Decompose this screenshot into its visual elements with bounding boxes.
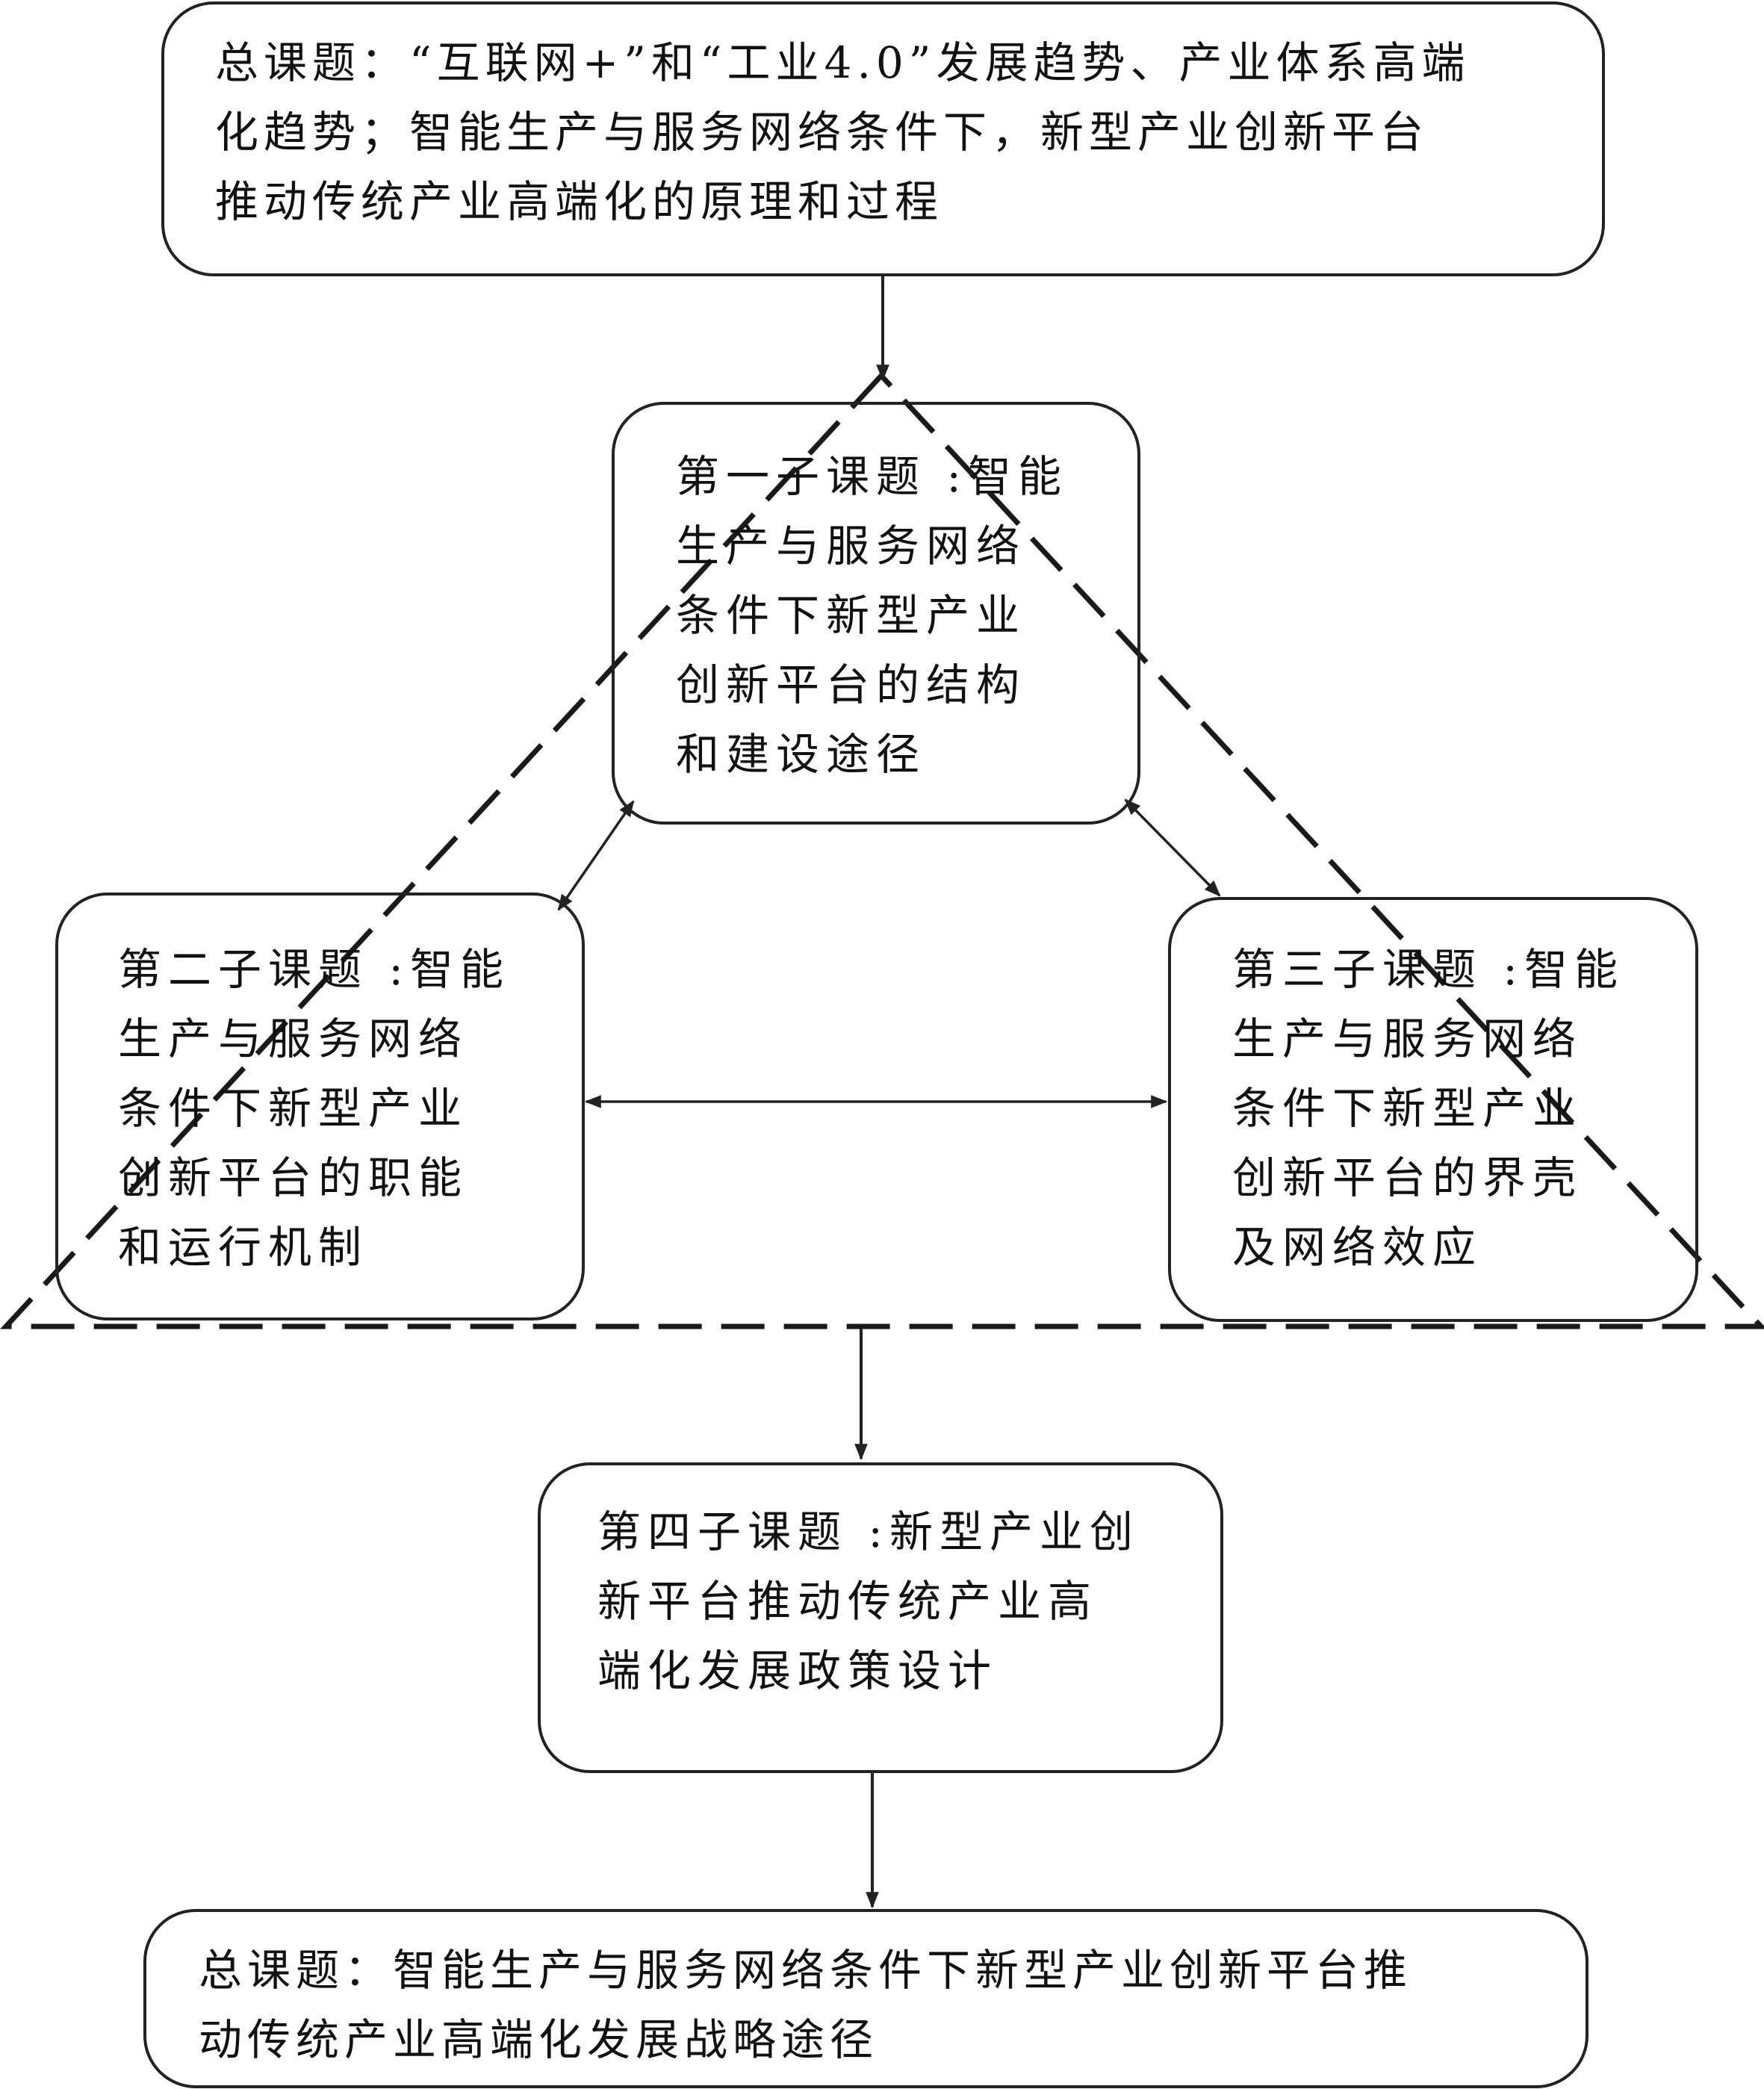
sub4-text: 第四子课题 :新型产业创 新平台推动传统产业高 端化发展政策设计 [597,1506,1140,1696]
sub3-box [1168,897,1698,1322]
top-topic-text: 总课题：“互联网+”和“工业4.0”发展趋势、产业体系高端 化趋势；智能生产与服… [215,37,1470,227]
sub2-text: 第二子课题 :智能 生产与服务网络 条件下新型产业 创新平台的职能 和运行机制 [118,944,510,1273]
dashed-triangle [0,371,1764,1329]
arrow-sub1-sub3 [1124,798,1221,897]
sub1-box [612,402,1140,825]
bottom-topic-box [143,1909,1588,2088]
arrow-sub1-sub2 [557,800,635,911]
sub3-text: 第三子课题 :智能 生产与服务网络 条件下新型产业 创新平台的界壳 及网络效应 [1232,944,1624,1273]
sub2-box [55,893,585,1320]
sub4-box [538,1462,1223,1773]
bottom-topic-text: 总课题：智能生产与服务网络条件下新型产业创新平台推 动传统产业高端化发展战略途径 [199,1945,1413,2065]
top-topic-box [161,1,1605,276]
sub1-text: 第一子课题 :智能 生产与服务网络 条件下新型产业 创新平台的结构 和建设途径 [676,451,1068,780]
